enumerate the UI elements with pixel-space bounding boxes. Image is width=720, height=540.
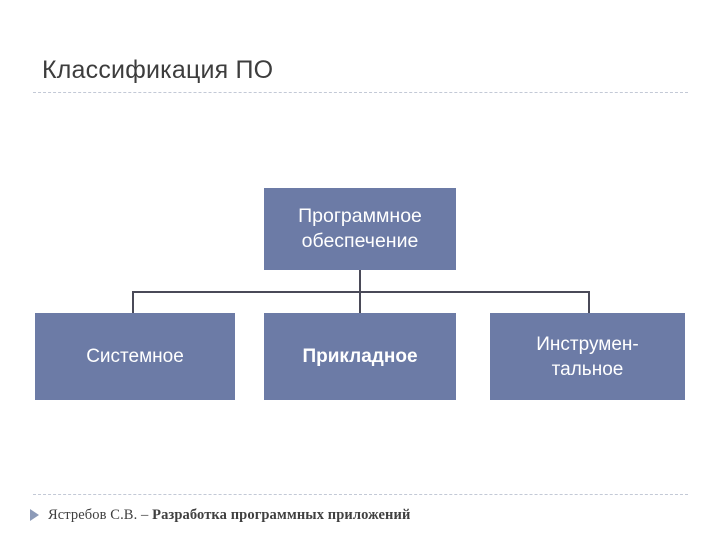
footer-author: Ястребов С.В.: [48, 506, 138, 523]
node-child-1-label-wrap: Системное: [86, 344, 184, 369]
node-root-label-wrap: Программное обеспечение: [298, 204, 422, 254]
node-child-2-label-line1: Прикладное: [302, 346, 418, 367]
node-child-prikladnoe[interactable]: Прикладное: [264, 313, 456, 400]
footer-divider: [33, 494, 688, 495]
connector-root-stem: [359, 270, 361, 293]
connector-drop-middle: [359, 291, 361, 314]
footer-separator: –: [137, 506, 153, 523]
node-child-1-label-line1: Системное: [86, 346, 184, 367]
node-root-label-line1: Программное: [298, 205, 422, 227]
footer: Ястребов С.В. – Разработка программных п…: [30, 504, 410, 526]
connector-drop-right: [588, 291, 590, 314]
node-child-3-label-line2: тальное: [551, 358, 624, 380]
connector-horizontal-bar: [132, 291, 590, 293]
node-root-label-line2: обеспечение: [301, 230, 419, 252]
node-child-instrumentalnoe[interactable]: Инструмен- тальное: [490, 313, 685, 400]
footer-text: Ястребов С.В. – Разработка программных п…: [48, 507, 410, 524]
node-child-2-label-wrap: Прикладное: [302, 344, 417, 369]
node-child-3-label-wrap: Инструмен- тальное: [536, 332, 638, 382]
node-child-3-label-line1: Инструмен-: [536, 333, 639, 355]
page-title: Классификация ПО: [42, 56, 274, 84]
footer-work-title: Разработка программных приложений: [152, 506, 411, 523]
connector-drop-left: [132, 291, 134, 314]
node-child-systemnoe[interactable]: Системное: [35, 313, 235, 400]
node-root[interactable]: Программное обеспечение: [264, 188, 456, 270]
triangle-right-icon: [30, 509, 39, 521]
title-divider: [33, 92, 688, 93]
